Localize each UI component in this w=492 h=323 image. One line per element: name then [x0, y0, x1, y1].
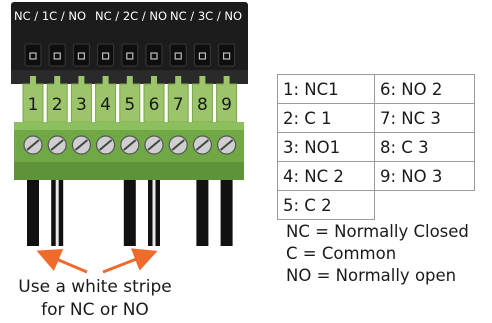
- wire-group: [27, 180, 233, 246]
- screw-slot-5: [123, 139, 137, 151]
- table-row: 4: NC 2 9: NO 3: [277, 161, 475, 191]
- legend-no: NO = Normally open: [286, 266, 457, 285]
- table-cell: 4: NC 2: [277, 161, 375, 191]
- pin-number-5: 5: [124, 95, 135, 115]
- table-row: 5: C 2: [277, 190, 475, 220]
- abbreviation-legend: NC = Normally Closed C = Common NO = Nor…: [286, 221, 469, 287]
- pin-number-4: 4: [100, 95, 111, 115]
- screw-slot-6: [147, 139, 161, 151]
- legend-c: C = Common: [286, 244, 397, 263]
- screw-slot-4: [98, 139, 113, 151]
- callout-line-1: Use a white stripe: [18, 277, 171, 297]
- socket-pin-2: [53, 52, 61, 60]
- socket-pin-7: [174, 52, 182, 60]
- socket-pin-5: [126, 52, 134, 60]
- socket-8: [193, 43, 211, 67]
- pin-number-1: 1: [28, 95, 39, 115]
- pin-stem-1: [30, 76, 36, 86]
- pin-stem-9: [223, 76, 230, 86]
- header-label-group-1: NC / 1C / NO: [14, 9, 86, 23]
- pin-number-3: 3: [76, 95, 87, 115]
- pin-stem-8: [199, 76, 206, 86]
- socket-pin-1: [29, 52, 37, 60]
- pin-number-2: 2: [52, 95, 63, 115]
- socket-pin-8: [198, 52, 206, 60]
- arrow-right: [102, 248, 158, 274]
- pin-stem-5: [126, 76, 133, 86]
- socket-pin-9: [223, 52, 231, 60]
- connector-housing: [11, 2, 248, 84]
- pin-stem-4: [102, 76, 109, 86]
- pin-stem-2: [54, 76, 61, 86]
- socket-pin-3: [77, 52, 86, 60]
- wire-stripe-6: [152, 180, 156, 246]
- header-label-group-2: NC / 2C / NO: [95, 9, 167, 23]
- terminal-block-top: [14, 122, 244, 130]
- pin-number-6: 6: [149, 95, 160, 115]
- screw-slot-7: [171, 139, 185, 151]
- screw-row: [23, 135, 237, 155]
- table-cell: 2: C 1: [277, 103, 375, 133]
- callout-line-2: for NC or NO: [41, 300, 149, 320]
- socket-6: [145, 43, 163, 67]
- screw-slot-9: [219, 139, 234, 151]
- socket-1: [24, 43, 42, 67]
- pin-stem-7: [175, 76, 182, 86]
- screw-slot-8: [195, 139, 210, 151]
- table-cell: 5: C 2: [277, 190, 375, 220]
- socket-2: [48, 43, 66, 67]
- pin-assignment-table: 1: NC1 6: NO 2 2: C 1 7: NC 3 3: NO1 8: …: [277, 74, 475, 220]
- table-cell: 3: NO1: [277, 132, 375, 162]
- wire-stripe-2: [55, 180, 59, 246]
- socket-9: [218, 43, 236, 67]
- table-row: 3: NO1 8: C 3: [277, 132, 475, 162]
- screw-slot-1: [26, 139, 40, 151]
- terminal-block-bottom: [14, 162, 244, 180]
- screw-slot-3: [74, 139, 89, 151]
- legend-nc: NC = Normally Closed: [286, 222, 469, 241]
- table-cell: 7: NC 3: [374, 103, 475, 133]
- pin-stem-3: [78, 76, 85, 86]
- table-cell: 8: C 3: [374, 132, 475, 162]
- socket-3: [72, 43, 90, 67]
- wire-8: [196, 180, 209, 246]
- table-row: 1: NC1 6: NO 2: [277, 74, 475, 104]
- socket-7: [169, 43, 187, 67]
- socket-pin-4: [101, 52, 110, 60]
- pin-number-9: 9: [221, 95, 232, 115]
- wire-1: [27, 180, 39, 246]
- socket-row: [24, 43, 236, 67]
- socket-5: [121, 43, 139, 67]
- pin-number-7: 7: [173, 95, 184, 115]
- screw-slot-2: [50, 139, 64, 151]
- pin-number-8: 8: [197, 95, 208, 115]
- wire-9: [220, 180, 233, 246]
- pin-stem-6: [151, 76, 157, 86]
- table-row: 2: C 1 7: NC 3: [277, 103, 475, 133]
- table-cell: 9: NO 3: [374, 161, 475, 191]
- socket-4: [97, 43, 115, 67]
- table-cell: 1: NC1: [277, 74, 375, 104]
- socket-pin-6: [150, 52, 158, 60]
- wire-5: [123, 180, 136, 246]
- table-cell: 6: NO 2: [374, 74, 475, 104]
- arrow-left: [36, 248, 88, 274]
- table-cell-empty: [375, 191, 475, 220]
- header-label-group-3: NC / 3C / NO: [170, 9, 242, 23]
